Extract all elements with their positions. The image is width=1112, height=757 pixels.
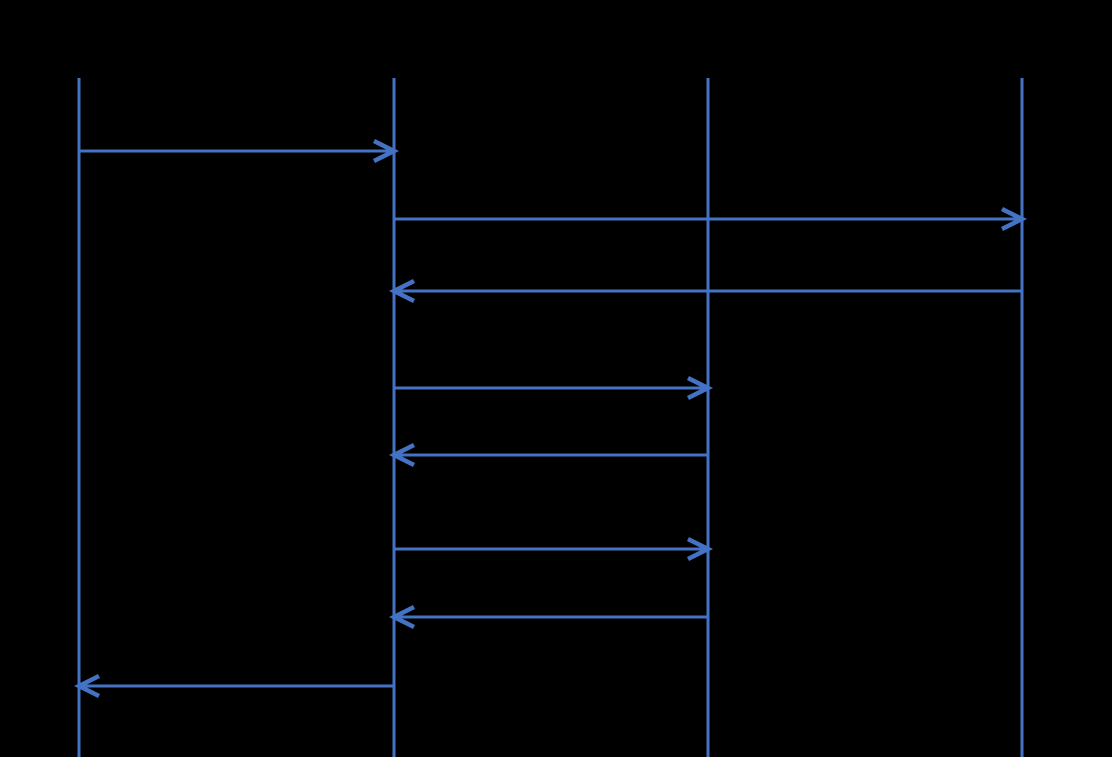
arrowhead-icon	[372, 138, 400, 164]
message-3	[388, 278, 1022, 304]
message-4	[394, 375, 714, 401]
arrowhead-icon	[686, 375, 714, 401]
arrowhead-icon	[1000, 206, 1028, 232]
message-8	[73, 673, 394, 699]
message-1	[79, 138, 400, 164]
arrowhead-icon	[388, 604, 416, 630]
message-2	[394, 206, 1028, 232]
message-6	[394, 536, 714, 562]
message-7	[388, 604, 708, 630]
message-5	[388, 442, 708, 468]
arrowhead-icon	[388, 278, 416, 304]
arrowhead-icon	[73, 673, 101, 699]
arrowhead-icon	[388, 442, 416, 468]
arrowhead-icon	[686, 536, 714, 562]
